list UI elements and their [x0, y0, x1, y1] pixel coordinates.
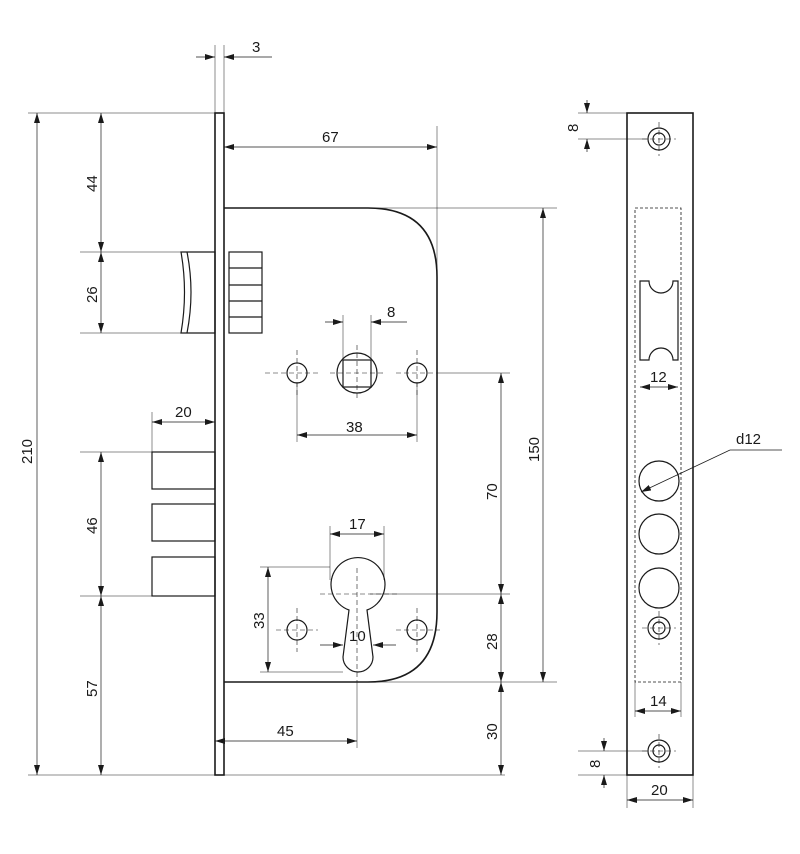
dim-8-spindle-label: 8: [387, 304, 395, 321]
spindle-follower: [330, 345, 384, 400]
dim-150-label: 150: [526, 437, 543, 462]
dim-30-label: 30: [484, 723, 501, 740]
dim-38-label: 38: [346, 419, 363, 436]
dim-20-plate-label: 20: [651, 782, 668, 799]
dim-70-label: 70: [484, 483, 501, 500]
dim-67-label: 67: [322, 129, 339, 146]
deadbolt-hole: [638, 513, 680, 555]
dim-10-label: 10: [349, 628, 366, 645]
cylinder-cutout: [330, 557, 386, 673]
dim-3-label: 3: [252, 39, 260, 56]
dim-44-label: 44: [84, 175, 101, 192]
dim-8-top-label: 8: [565, 124, 582, 132]
latch-opening: [639, 280, 679, 361]
faceplate: [214, 112, 225, 776]
dim-28-label: 28: [484, 633, 501, 650]
dim-46-label: 46: [84, 517, 101, 534]
dim-8-bottom-label: 8: [587, 760, 604, 768]
dim-33-label: 33: [251, 612, 268, 629]
screw-holes: [265, 350, 440, 652]
lock-case: [224, 207, 438, 683]
front-view: 3 67 8 38 44 26 20 46 57 210 17 33 10 45…: [19, 39, 557, 776]
front-dimensions: [28, 45, 557, 776]
dim-57-label: 57: [84, 680, 101, 697]
deadbolt-hole: [638, 567, 680, 609]
dim-20-bolt-label: 20: [175, 404, 192, 421]
dim-14-label: 14: [650, 693, 667, 710]
deadbolts: [151, 451, 216, 597]
latch-bolt: [180, 251, 263, 334]
dim-26-label: 26: [84, 286, 101, 303]
side-view: 8 12 d12 14 8 20: [565, 100, 782, 808]
side-screw-holes: [642, 122, 676, 768]
side-pocket: [634, 207, 682, 683]
side-faceplate: [626, 112, 694, 776]
front-labels: 3 67 8 38 44 26 20 46 57 210 17 33 10 45…: [19, 39, 543, 740]
dim-d12-label: d12: [736, 431, 761, 448]
dim-17-label: 17: [349, 516, 366, 533]
side-dimensions: [578, 100, 782, 808]
side-labels: 8 12 d12 14 8 20: [565, 124, 761, 799]
dim-210-label: 210: [19, 439, 36, 464]
deadbolt-hole: [638, 460, 680, 502]
dim-45-label: 45: [277, 723, 294, 740]
dim-12-label: 12: [650, 369, 667, 386]
